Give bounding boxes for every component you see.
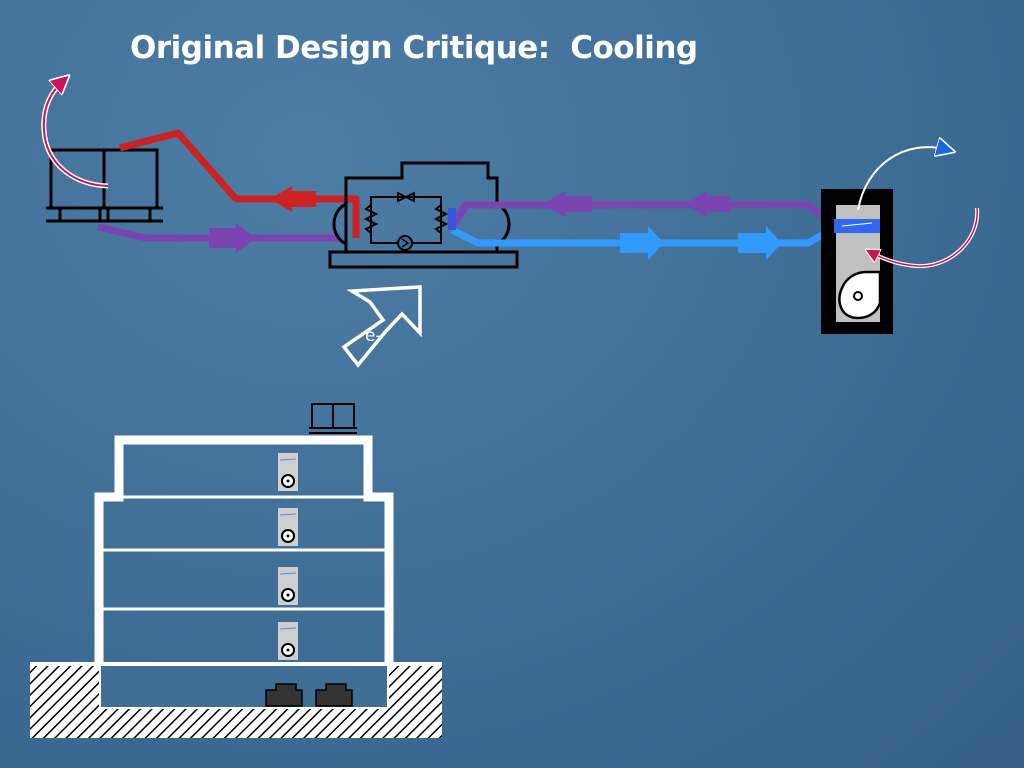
basement-chiller-icon [315, 683, 353, 707]
flow-arrow-purple-icon [685, 191, 730, 217]
floor-air-handler-icon [278, 567, 298, 605]
air-handler-icon [821, 189, 893, 334]
building-section-icon [30, 403, 442, 738]
supply-air-arrow-icon [857, 147, 948, 211]
rooftop-cooling-tower-icon [309, 403, 357, 434]
flow-arrow-purple-icon [209, 223, 256, 253]
flow-arrow-red-icon [270, 186, 316, 212]
flow-arrow-blue-icon [738, 226, 782, 260]
heat-rejection-arrow-icon [41, 80, 109, 189]
flow-arrow-blue-icon [620, 226, 664, 260]
cooling-tower-icon [46, 148, 163, 223]
condenser-supply-pipe [119, 129, 360, 238]
basement-chiller-icon [265, 683, 303, 707]
floor-air-handler-icon [278, 453, 298, 491]
slide-title: Original Design Critique: Cooling [130, 30, 698, 66]
energy-input-arrow-icon: e- [341, 285, 422, 368]
flow-arrow-purple-icon [543, 191, 592, 217]
floor-air-handler-icon [278, 622, 298, 660]
floor-air-handler-icon [278, 508, 298, 546]
energy-label: e- [365, 326, 382, 346]
condenser-return-pipe [97, 223, 340, 253]
return-air-arrow-icon [870, 207, 980, 269]
